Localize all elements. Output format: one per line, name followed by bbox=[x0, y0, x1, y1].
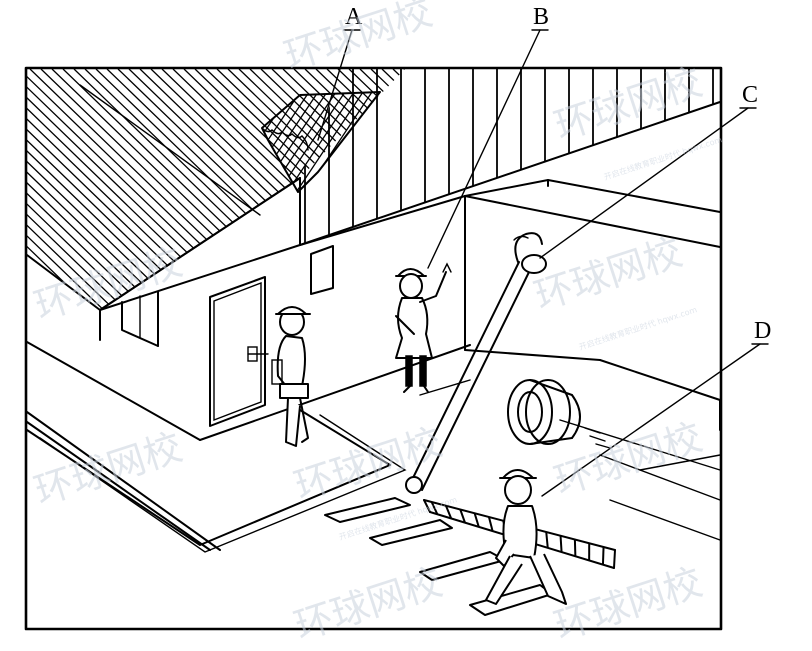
watermark-subtext: 开启在线教育职业时代 hqwx.com bbox=[578, 304, 699, 352]
hatch-line bbox=[281, 92, 363, 192]
door bbox=[209, 276, 269, 427]
hatch-line bbox=[304, 69, 405, 310]
hatch-line bbox=[262, 92, 264, 192]
callout-c: C bbox=[539, 82, 758, 259]
hatch-line bbox=[161, 69, 405, 310]
hatch-line bbox=[293, 69, 405, 310]
hatch-line bbox=[27, 69, 170, 310]
hatch-line bbox=[172, 69, 405, 310]
hatch-line bbox=[473, 512, 480, 528]
label-c: C bbox=[742, 82, 758, 108]
hatch-line bbox=[262, 92, 327, 192]
label-a: A bbox=[345, 4, 363, 30]
hatch-line bbox=[487, 516, 494, 532]
crane-boom bbox=[405, 232, 547, 494]
callout-d: D bbox=[541, 318, 771, 497]
hatch-line bbox=[459, 509, 466, 523]
watermark-text: 环球网校 bbox=[289, 420, 447, 509]
hatch-line bbox=[0, 69, 26, 320]
hatch-line bbox=[27, 69, 104, 310]
watermark-text: 环球网校 bbox=[549, 415, 707, 504]
walking-worker bbox=[485, 469, 567, 605]
hatch-line bbox=[165, 80, 245, 200]
hatch-line bbox=[263, 92, 345, 192]
hatch-line bbox=[27, 69, 115, 310]
hatch-line bbox=[27, 69, 137, 310]
picture-frame bbox=[24, 66, 723, 631]
watermark-text: 环球网校 bbox=[29, 425, 187, 514]
callout-a: A bbox=[317, 4, 363, 141]
hatch-line bbox=[262, 92, 318, 192]
hatch-line bbox=[317, 92, 380, 192]
watermark-text: 环球网校 bbox=[289, 560, 447, 649]
hatch-line bbox=[27, 69, 126, 310]
hatch-line bbox=[216, 69, 405, 310]
boom-hook bbox=[513, 232, 547, 274]
hatch-line bbox=[27, 69, 159, 310]
watermark-text: 环球网校 bbox=[529, 230, 687, 319]
label-d: D bbox=[754, 318, 771, 344]
hatch-line bbox=[262, 92, 273, 192]
watermark-subtext: 开启在线教育职业时代 hqwx.com bbox=[603, 134, 724, 182]
callout-b: B bbox=[427, 4, 549, 269]
truck-container bbox=[464, 179, 721, 431]
hatch-line bbox=[262, 92, 291, 192]
hatch-line bbox=[445, 505, 453, 519]
waving-worker bbox=[395, 262, 452, 393]
watermark-text: 环球网校 bbox=[549, 60, 707, 149]
hatch-line bbox=[262, 92, 300, 192]
worker-at-door bbox=[271, 306, 311, 447]
hatch-line bbox=[138, 80, 218, 200]
hatch-line bbox=[0, 69, 15, 320]
wall-sign bbox=[310, 245, 334, 295]
hatch-line bbox=[559, 535, 563, 553]
hatch-line bbox=[120, 80, 200, 200]
label-b: B bbox=[533, 4, 549, 30]
hatch-line bbox=[430, 501, 439, 515]
hatch-line bbox=[601, 546, 605, 565]
watermark-text: 环球网校 bbox=[549, 560, 707, 649]
watermark-text: 环球网校 bbox=[29, 240, 187, 329]
hatch-line bbox=[27, 69, 181, 310]
hatch-line bbox=[27, 69, 38, 310]
hatch-line bbox=[0, 69, 4, 320]
hatch-line bbox=[27, 69, 148, 310]
ground-markings bbox=[26, 379, 721, 616]
hatch-line bbox=[150, 69, 405, 310]
cable-reel bbox=[507, 379, 611, 449]
hatch-line bbox=[545, 531, 549, 548]
hatch-line bbox=[326, 92, 380, 192]
